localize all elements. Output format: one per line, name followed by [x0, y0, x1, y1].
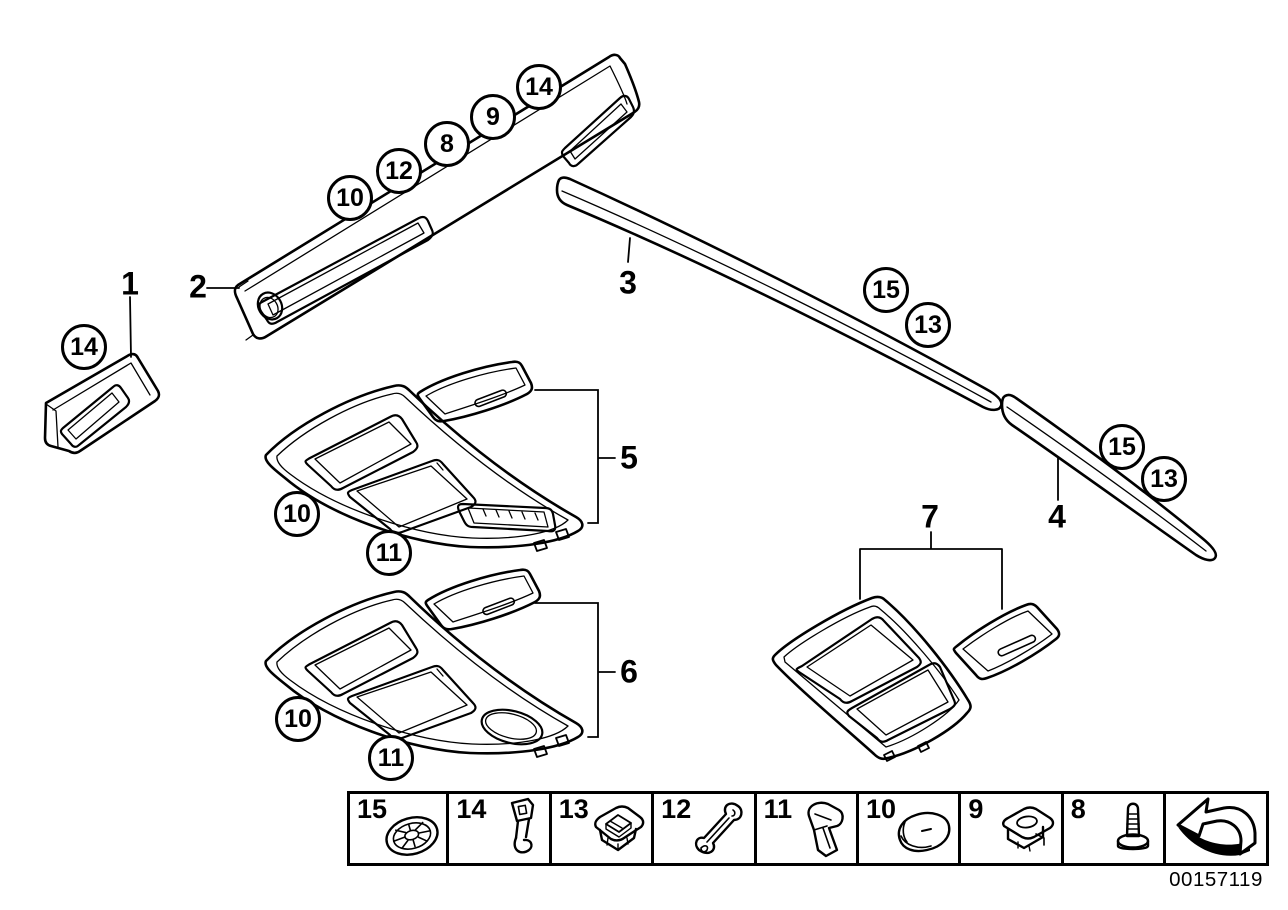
legend-number: 10 — [865, 794, 896, 824]
part-label-4[interactable]: 4 — [1048, 498, 1066, 535]
clip-nut-icon — [996, 798, 1060, 862]
expanding-rivet-icon — [1102, 796, 1162, 862]
part-label-1[interactable]: 1 — [121, 265, 139, 302]
part-label-7[interactable]: 7 — [921, 498, 939, 535]
part-label-3[interactable]: 3 — [619, 264, 637, 301]
part-1-trim-piece — [43, 352, 161, 455]
part-label-2[interactable]: 2 — [189, 268, 207, 305]
leader-line-3 — [627, 237, 631, 263]
legend-cell-13[interactable]: 13 — [551, 791, 655, 866]
square-grommet-icon — [586, 798, 650, 862]
part-2-dashboard-trim — [233, 53, 641, 341]
part-6-center-console-trim — [264, 568, 584, 759]
round-grommet-icon — [379, 800, 445, 862]
part-label-6[interactable]: 6 — [620, 653, 638, 690]
bracket-5 — [534, 389, 616, 524]
callout-circle-8[interactable]: 8 — [424, 121, 470, 167]
legend-cell-12[interactable]: 12 — [654, 791, 757, 866]
part-3-trim-strip — [555, 176, 1003, 412]
legend-number: 8 — [1070, 794, 1086, 824]
oval-cap-icon — [891, 800, 957, 862]
callout-circle-15[interactable]: 15 — [863, 267, 909, 313]
callout-circle-13[interactable]: 13 — [905, 302, 951, 348]
metal-clip-icon — [793, 798, 855, 862]
callout-circle-13b[interactable]: 13 — [1141, 456, 1187, 502]
part-7-rear-console-trim — [771, 595, 1061, 762]
legend-number: 12 — [661, 794, 692, 824]
spring-clip-icon — [689, 798, 753, 862]
callout-circle-11b[interactable]: 11 — [368, 735, 414, 781]
legend-cell-14[interactable]: 14 — [449, 791, 552, 866]
legend-number: 13 — [558, 794, 589, 824]
legend-number: 15 — [357, 794, 388, 824]
legend-cell-9[interactable]: 9 — [961, 791, 1064, 866]
part-5-center-console-trim — [264, 360, 584, 552]
callout-circle-11[interactable]: 11 — [366, 530, 412, 576]
callout-circle-10[interactable]: 10 — [327, 175, 373, 221]
callout-circle-10b[interactable]: 10 — [274, 491, 320, 537]
legend-cell-11[interactable]: 11 — [756, 791, 859, 866]
callout-circle-12[interactable]: 12 — [376, 148, 422, 194]
callout-circle-10c[interactable]: 10 — [275, 696, 321, 742]
fastener-legend: 15 14 — [347, 791, 1269, 866]
diagram-id: 00157119 — [1169, 868, 1263, 891]
legend-cell-8[interactable]: 8 — [1063, 791, 1167, 866]
part-4-trim-strip — [1000, 393, 1218, 562]
nav-back-button[interactable] — [1166, 791, 1269, 866]
callout-circle-14b[interactable]: 14 — [61, 324, 107, 370]
legend-number: 11 — [763, 794, 793, 824]
bracket-clip-icon — [488, 796, 548, 862]
legend-cell-10[interactable]: 10 — [858, 791, 962, 866]
leader-line-1 — [129, 296, 132, 358]
legend-number: 14 — [456, 794, 487, 824]
part-5-ashtray-lid — [416, 360, 534, 423]
legend-cell-15[interactable]: 15 — [347, 791, 450, 866]
leader-lines — [129, 237, 1059, 738]
back-arrow-icon — [1170, 795, 1260, 857]
bracket-6 — [534, 602, 616, 738]
part-5-switch-opening — [456, 502, 557, 533]
part-7-lid — [952, 602, 1061, 681]
bracket-7 — [859, 531, 1003, 610]
callout-circle-14[interactable]: 14 — [516, 64, 562, 110]
callout-circle-9[interactable]: 9 — [470, 94, 516, 140]
part-label-5[interactable]: 5 — [620, 439, 638, 476]
callout-circle-15b[interactable]: 15 — [1099, 424, 1145, 470]
legend-number: 9 — [968, 794, 984, 824]
